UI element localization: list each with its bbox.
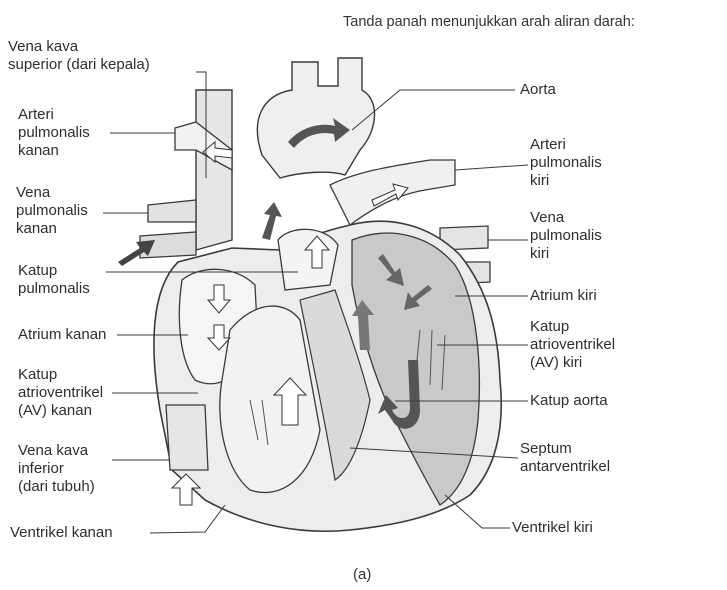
label-katup-aorta: Katup aorta	[530, 392, 608, 410]
label-katup-av-kiri: Katup atrioventrikel (AV) kiri	[530, 318, 615, 372]
arrow-up-left	[262, 202, 282, 240]
label-ventrikel-kiri: Ventrikel kiri	[512, 519, 593, 537]
figure-caption: (a)	[353, 566, 371, 583]
label-aorta: Aorta	[520, 81, 556, 99]
label-vena-pulmonalis-kiri: Vena pulmonalis kiri	[530, 209, 602, 263]
pulmonary-outflow-shape	[278, 229, 338, 290]
flow-note: Tanda panah menunjukkan arah aliran dara…	[343, 14, 635, 30]
label-vena-pulmonalis-kanan: Vena pulmonalis kanan	[16, 184, 88, 238]
label-vena-kava-superior: Vena kava superior (dari kepala)	[8, 38, 150, 74]
inferior-vena-cava-shape	[166, 405, 208, 470]
aorta-shape	[257, 58, 374, 178]
label-vena-kava-inferior: Vena kava inferior (dari tubuh)	[18, 442, 95, 496]
label-ventrikel-kanan: Ventrikel kanan	[10, 524, 113, 542]
label-atrium-kanan: Atrium kanan	[18, 326, 106, 344]
label-katup-pulmonalis: Katup pulmonalis	[18, 262, 90, 298]
superior-vena-cava-shape	[196, 90, 232, 250]
label-katup-av-kanan: Katup atrioventrikel (AV) kanan	[18, 366, 103, 420]
right-pulmonary-vein-shape	[148, 200, 196, 222]
label-atrium-kiri: Atrium kiri	[530, 287, 597, 305]
label-arteri-pulmonalis-kanan: Arteri pulmonalis kanan	[18, 106, 90, 160]
label-septum: Septum antarventrikel	[520, 440, 610, 476]
label-arteri-pulmonalis-kiri: Arteri pulmonalis kiri	[530, 136, 602, 190]
